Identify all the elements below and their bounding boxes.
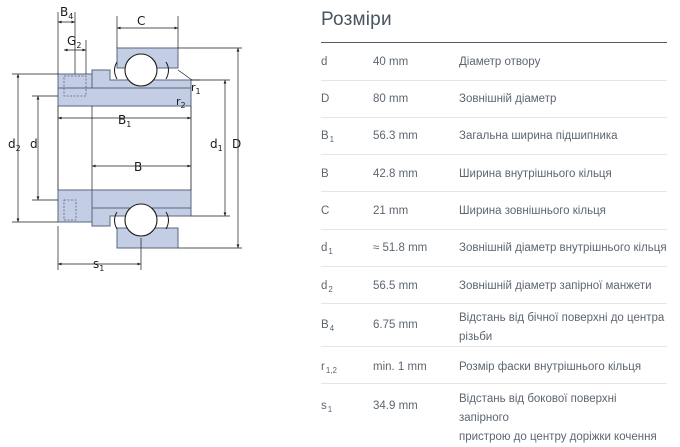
label-b1: B1 (118, 113, 131, 129)
row-description: Ширина внутрішнього кільця (459, 168, 612, 180)
row-description: Розмір фаски внутрішнього кільця (459, 361, 642, 373)
row-divider (321, 117, 667, 118)
row-symbol: B1 (321, 130, 335, 144)
row-value: 56.5 mm (373, 280, 418, 292)
row-divider (321, 266, 667, 267)
dimension-lines (12, 12, 242, 270)
label-b4: B4 (60, 5, 73, 21)
label-s1: s1 (93, 257, 104, 273)
row-divider (321, 80, 667, 81)
row-divider (321, 154, 667, 155)
row-description: Ширина зовнішнього кільця (459, 205, 606, 217)
row-value: 34.9 mm (373, 400, 418, 412)
row-value: min. 1 mm (373, 361, 427, 373)
label-d: d (30, 137, 38, 151)
row-value: 56.3 mm (373, 130, 418, 142)
row-divider (321, 303, 667, 304)
row-value: 40 mm (373, 56, 409, 68)
row-description: Зовнішній діаметр внутрішнього кільця (459, 242, 667, 254)
row-description: Зовнішній діаметр запірної манжети (459, 280, 652, 292)
row-symbol: r1,2 (321, 361, 337, 375)
row-description: Діаметр отвору (459, 56, 541, 68)
row-divider (321, 346, 667, 347)
dimension-labels: B4 G2 C r1 r2 B1 B d2 d d1 D s1 (8, 5, 241, 273)
label-g2: G2 (67, 34, 81, 50)
panel-title: Розміри (321, 9, 392, 30)
label-b: B (134, 160, 142, 174)
label-big-d: D (232, 137, 241, 151)
row-value: 6.75 mm (373, 319, 418, 331)
row-symbol: d (321, 56, 328, 68)
bearing-cross-section-drawing: B4 G2 C r1 r2 B1 B d2 d d1 D s1 (8, 5, 242, 273)
row-divider (321, 191, 667, 192)
row-value: 42.8 mm (373, 168, 418, 180)
row-symbol: B4 (321, 319, 335, 333)
row-divider (321, 383, 667, 384)
bearing-top-section (57, 47, 192, 107)
row-description: Загальна ширина підшипника (459, 130, 618, 142)
row-value: 21 mm (373, 205, 409, 217)
label-c: C (137, 14, 145, 28)
row-description: Зовнішній діаметр (459, 93, 557, 105)
label-r1: r1 (191, 81, 201, 96)
bearing-bottom-section (57, 189, 192, 249)
label-d1: d1 (210, 137, 223, 153)
bore-lines (57, 106, 192, 190)
row-symbol: D (321, 93, 330, 105)
row-symbol: s1 (321, 400, 333, 414)
row-divider (321, 229, 667, 230)
label-d2: d2 (8, 137, 21, 153)
dimensions-panel: Розміри d 40 mm Діаметр отвору D 80 mm З… (321, 0, 667, 443)
row-symbol: C (321, 205, 330, 217)
row-symbol: d1 (321, 242, 333, 256)
title-divider (321, 42, 667, 43)
row-symbol: B (321, 168, 329, 180)
row-symbol: d2 (321, 280, 333, 294)
row-value: ≈ 51.8 mm (373, 242, 428, 254)
label-r2: r2 (176, 95, 186, 110)
row-value: 80 mm (373, 93, 409, 105)
